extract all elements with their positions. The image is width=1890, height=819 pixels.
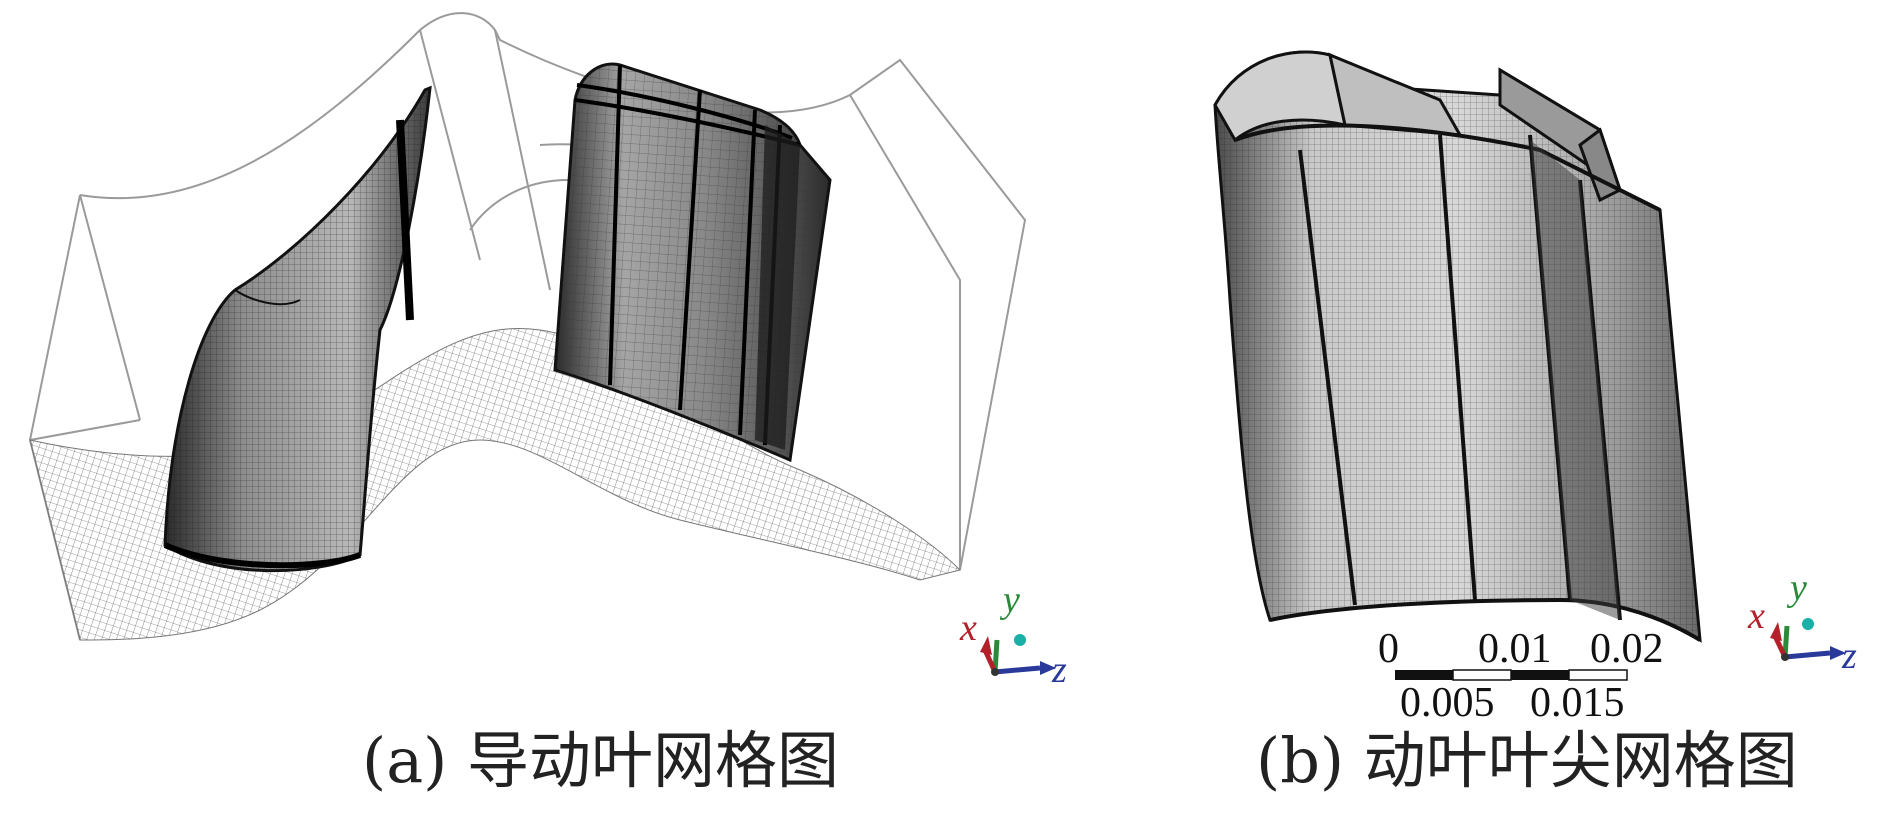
scale-label-0-015: 0.015: [1530, 680, 1625, 726]
axis-label-z: z: [1051, 649, 1067, 691]
panel-b-tip-mesh-figure: 0 0.01 0.02 0.005 0.015 y x z: [1213, 50, 1857, 726]
scale-label-0-005: 0.005: [1400, 680, 1495, 726]
scale-segment: [1568, 669, 1628, 681]
scale-bar: 0 0.01 0.02 0.005 0.015: [1378, 626, 1664, 726]
axis-label-y: y: [1786, 567, 1807, 609]
axis-triad-b: y x z: [1747, 567, 1857, 677]
axis-label-z: z: [1841, 635, 1857, 677]
caption-panel-a: (a) 导动叶网格图: [362, 724, 840, 797]
axis-triad-a: y x z: [959, 579, 1067, 691]
axis-label-x: x: [959, 607, 977, 649]
scale-label-0: 0: [1378, 626, 1399, 672]
scale-label-0-01: 0.01: [1478, 626, 1552, 672]
rotor-blade-panel-a: [553, 62, 832, 463]
scale-label-0-02: 0.02: [1590, 626, 1664, 672]
caption-panel-b: (b) 动叶叶尖网格图: [1256, 724, 1798, 797]
blade-tip-region: [1213, 50, 1622, 203]
axis-label-y: y: [999, 579, 1020, 621]
scale-segment: [1395, 670, 1453, 680]
guide-vane-blade: [163, 85, 432, 573]
scale-segment: [1511, 670, 1569, 680]
panel-a-mesh-figure: y x z: [28, 12, 1067, 691]
axis-label-x: x: [1747, 595, 1765, 637]
